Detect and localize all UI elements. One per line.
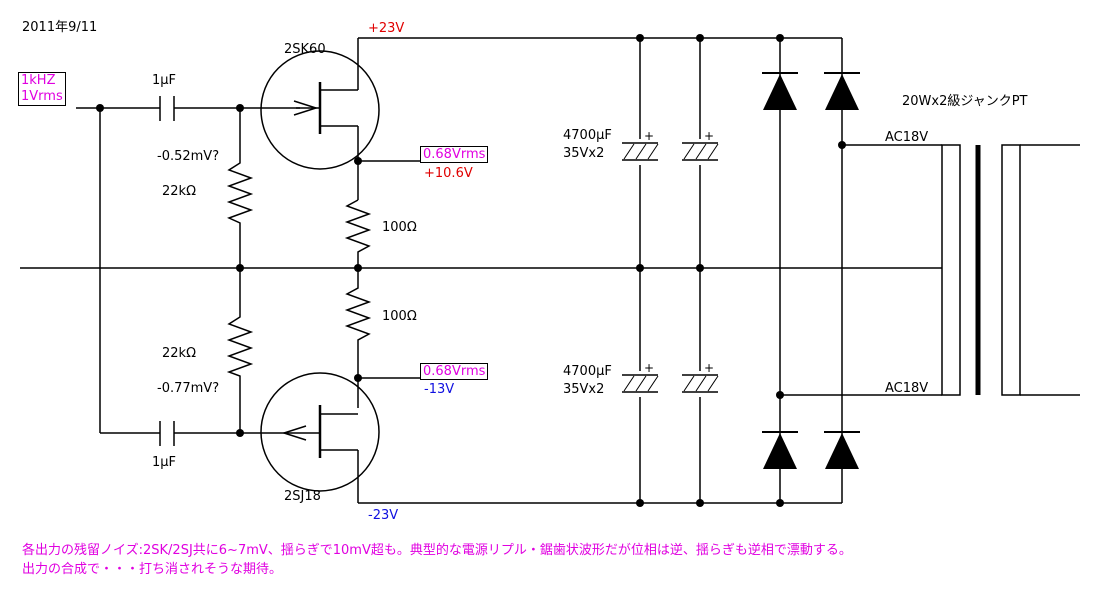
diode-icon xyxy=(825,74,859,110)
junction-dots xyxy=(96,34,846,507)
gate-voltage-upper: -0.52mV? xyxy=(157,149,220,164)
cap-polarity-mark: + xyxy=(704,129,715,143)
gate-voltage-lower: -0.77mV? xyxy=(157,381,220,396)
transistor-lower-label: 2SJ18 xyxy=(284,489,321,504)
transformer-primary-coil xyxy=(941,144,961,396)
filter-cap-lower-value: 4700μF xyxy=(563,364,612,379)
output-upper-box: 0.68Vrms xyxy=(420,146,489,163)
cap-polarity-mark: + xyxy=(644,129,655,143)
resistor-source-lower xyxy=(344,268,372,408)
filter-cap-upper-rating: 35Vx2 xyxy=(563,146,605,161)
drain-voltage-lower: -13V xyxy=(424,382,455,397)
rail-negative-label: -23V xyxy=(368,508,399,523)
note-line-2: 出力の合成で・・・打ち消されそうな期待。 xyxy=(22,562,283,577)
note-line-1: 各出力の残留ノイズ:2SK/2SJ共に6~7mV、揺らぎで10mV超も。典型的な… xyxy=(22,543,852,558)
rail-positive-label: +23V xyxy=(368,21,405,36)
transformer-secondary-coil xyxy=(1001,144,1021,396)
output-lower-box: 0.68Vrms xyxy=(420,363,489,380)
transformer-title: 20Wx2級ジャンクPT xyxy=(902,94,1028,109)
source-resistor-upper-label: 100Ω xyxy=(382,220,417,235)
diode-icon xyxy=(825,433,859,469)
source-resistor-lower-label: 100Ω xyxy=(382,309,417,324)
gate-resistor-lower-label: 22kΩ xyxy=(162,346,197,361)
input-level: 1Vrms xyxy=(21,89,63,104)
gate-arrows xyxy=(281,100,320,441)
gate-arrow-lower xyxy=(281,425,307,441)
transistor-upper-label: 2SK60 xyxy=(284,42,326,57)
date-label: 2011年9/11 xyxy=(22,20,98,35)
filter-cap-upper-value: 4700μF xyxy=(563,128,612,143)
coupling-cap-upper-label: 1μF xyxy=(152,73,177,88)
coupling-cap-lower-label: 1μF xyxy=(152,455,177,470)
cap-polarity-mark: + xyxy=(644,361,655,375)
resistor-source-upper xyxy=(344,199,372,268)
transformer-tap-upper: AC18V xyxy=(885,130,929,145)
cap-polarity-mark: + xyxy=(704,361,715,375)
drain-voltage-upper: +10.6V xyxy=(424,166,473,181)
transformer-tap-lower: AC18V xyxy=(885,381,929,396)
diode-icon xyxy=(763,74,797,110)
gate-resistor-upper-label: 22kΩ xyxy=(162,184,197,199)
jfet-lower-body xyxy=(260,372,380,492)
diode-icon xyxy=(763,433,797,469)
bridge-diodes xyxy=(762,72,860,469)
filter-cap-lower-rating: 35Vx2 xyxy=(563,382,605,397)
resistor-gate-lower xyxy=(226,268,254,433)
jfet-upper-body xyxy=(260,50,380,170)
resistor-gate-upper xyxy=(226,108,254,268)
input-frequency: 1kHZ xyxy=(21,73,56,88)
filter-caps xyxy=(620,139,720,397)
input-signal-box: 1kHZ 1Vrms xyxy=(18,72,66,106)
